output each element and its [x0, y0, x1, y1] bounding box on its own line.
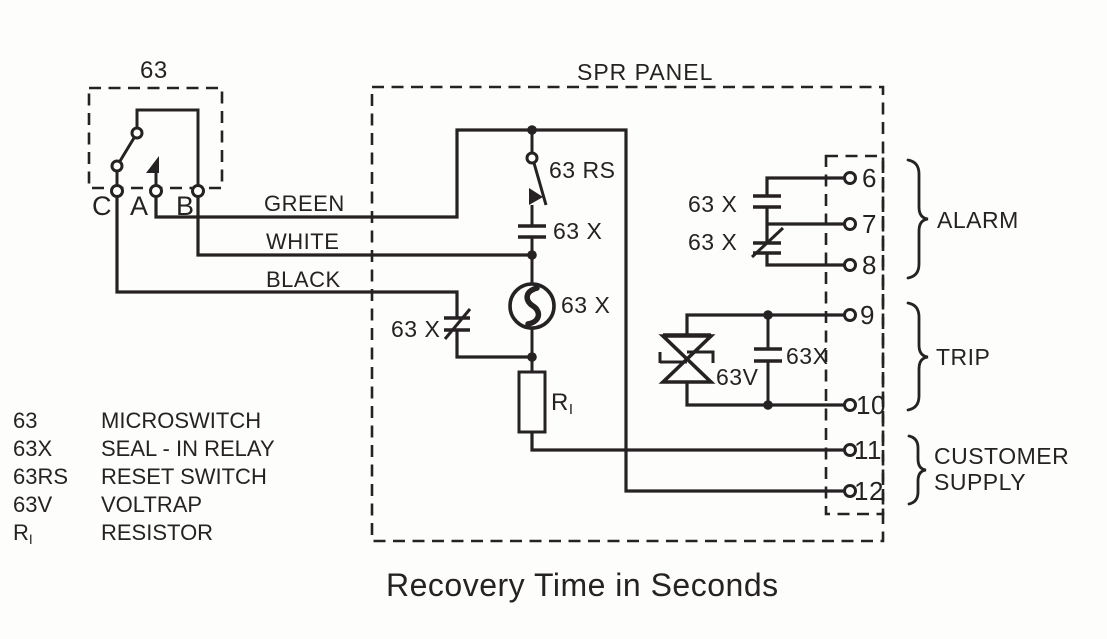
microswitch-symbol	[110, 108, 205, 198]
legend-term: 63RS	[13, 464, 69, 489]
legend-desc: SEAL - IN RELAY	[101, 436, 275, 461]
resistor-label-sub: I	[568, 402, 573, 419]
legend-row-seal-in-relay: 63X SEAL - IN RELAY	[13, 435, 275, 463]
terminal-12-label: 12	[854, 476, 884, 506]
junction-dots	[527, 125, 773, 410]
alarm-brace	[906, 158, 929, 280]
black-wire-label: BLACK	[266, 267, 341, 292]
terminal-c-label: C	[92, 191, 112, 221]
legend-term-sub: I	[28, 531, 33, 547]
terminal-a-label: A	[130, 191, 149, 221]
voltrap-label: 63V	[716, 364, 759, 390]
voltrap-symbol	[658, 333, 716, 384]
wire-black	[115, 196, 532, 359]
terminal-11-label: 11	[854, 435, 882, 465]
terminal-b-label: B	[176, 191, 195, 221]
black-nc-contact-symbol	[443, 308, 472, 340]
customer-brace	[907, 434, 927, 506]
legend-row-microswitch: 63 MICROSWITCH	[13, 407, 275, 435]
reset-switch-flag-icon	[529, 188, 543, 205]
coil-label: 63 X	[561, 292, 611, 318]
legend-desc: RESET SWITCH	[101, 464, 267, 489]
terminal-6-label: 6	[862, 163, 877, 193]
coil-symbol	[508, 255, 556, 372]
legend-term: RI	[13, 520, 101, 547]
resistor-symbol	[517, 370, 846, 452]
group-braces	[906, 158, 929, 506]
wire-white	[196, 196, 532, 257]
terminal-strip-outline	[824, 154, 885, 516]
legend-desc: MICROSWITCH	[101, 408, 262, 433]
resistor-label-main: R	[551, 389, 569, 416]
spr-panel-outline	[370, 85, 885, 543]
terminal-circles	[843, 171, 857, 498]
legend-term: 63	[13, 408, 38, 433]
white-wire-label: WHITE	[266, 229, 340, 254]
reset-switch-label: 63 RS	[549, 157, 616, 183]
legend-desc: VOLTRAP	[101, 492, 203, 517]
alarm-nc-contact-label: 63 X	[688, 229, 738, 255]
microswitch-box-label: 63	[140, 57, 168, 84]
reset-switch-symbol	[525, 130, 548, 226]
legend: 63 MICROSWITCH 63X SEAL - IN RELAY 63RS …	[13, 407, 275, 547]
legend-term: 63X	[13, 436, 53, 461]
legend-desc: RESISTOR	[101, 520, 214, 545]
trip-contact-label: 63X	[786, 343, 829, 369]
alarm-group-label: ALARM	[937, 207, 1019, 233]
customer-label-line1: CUSTOMER	[934, 443, 1070, 469]
green-wire-label: GREEN	[264, 191, 345, 216]
legend-row-voltrap: 63V VOLTRAP	[13, 491, 275, 519]
trip-group-label: TRIP	[936, 344, 991, 370]
black-nc-contact-label: 63 X	[391, 316, 441, 342]
legend-term: 63V	[13, 492, 53, 517]
trip-section	[658, 313, 846, 407]
wire-green	[154, 128, 846, 493]
legend-term-main: R	[13, 519, 29, 545]
trip-brace	[906, 301, 929, 412]
terminal-10-label: 10	[856, 390, 886, 420]
terminal-9-label: 9	[860, 300, 875, 330]
resistor-label: RI	[551, 390, 573, 419]
alarm-contacts-symbol	[750, 176, 846, 267]
seal-in-contact-label: 63 X	[553, 218, 603, 244]
trip-contact-symbol	[754, 315, 782, 405]
diagram-title: Recovery Time in Seconds	[386, 567, 779, 603]
actuator-flag-icon	[146, 156, 159, 173]
alarm-no-contact-label: 63 X	[688, 191, 738, 217]
spr-panel-label: SPR PANEL	[577, 59, 714, 85]
customer-label-line2: SUPPLY	[934, 469, 1027, 495]
legend-row-resistor: RI RESISTOR	[13, 519, 275, 547]
legend-row-reset-switch: 63RS RESET SWITCH	[13, 463, 275, 491]
terminal-8-label: 8	[862, 250, 877, 280]
customer-supply-group-label: CUSTOMER SUPPLY	[934, 443, 1069, 495]
terminal-7-label: 7	[862, 209, 877, 239]
